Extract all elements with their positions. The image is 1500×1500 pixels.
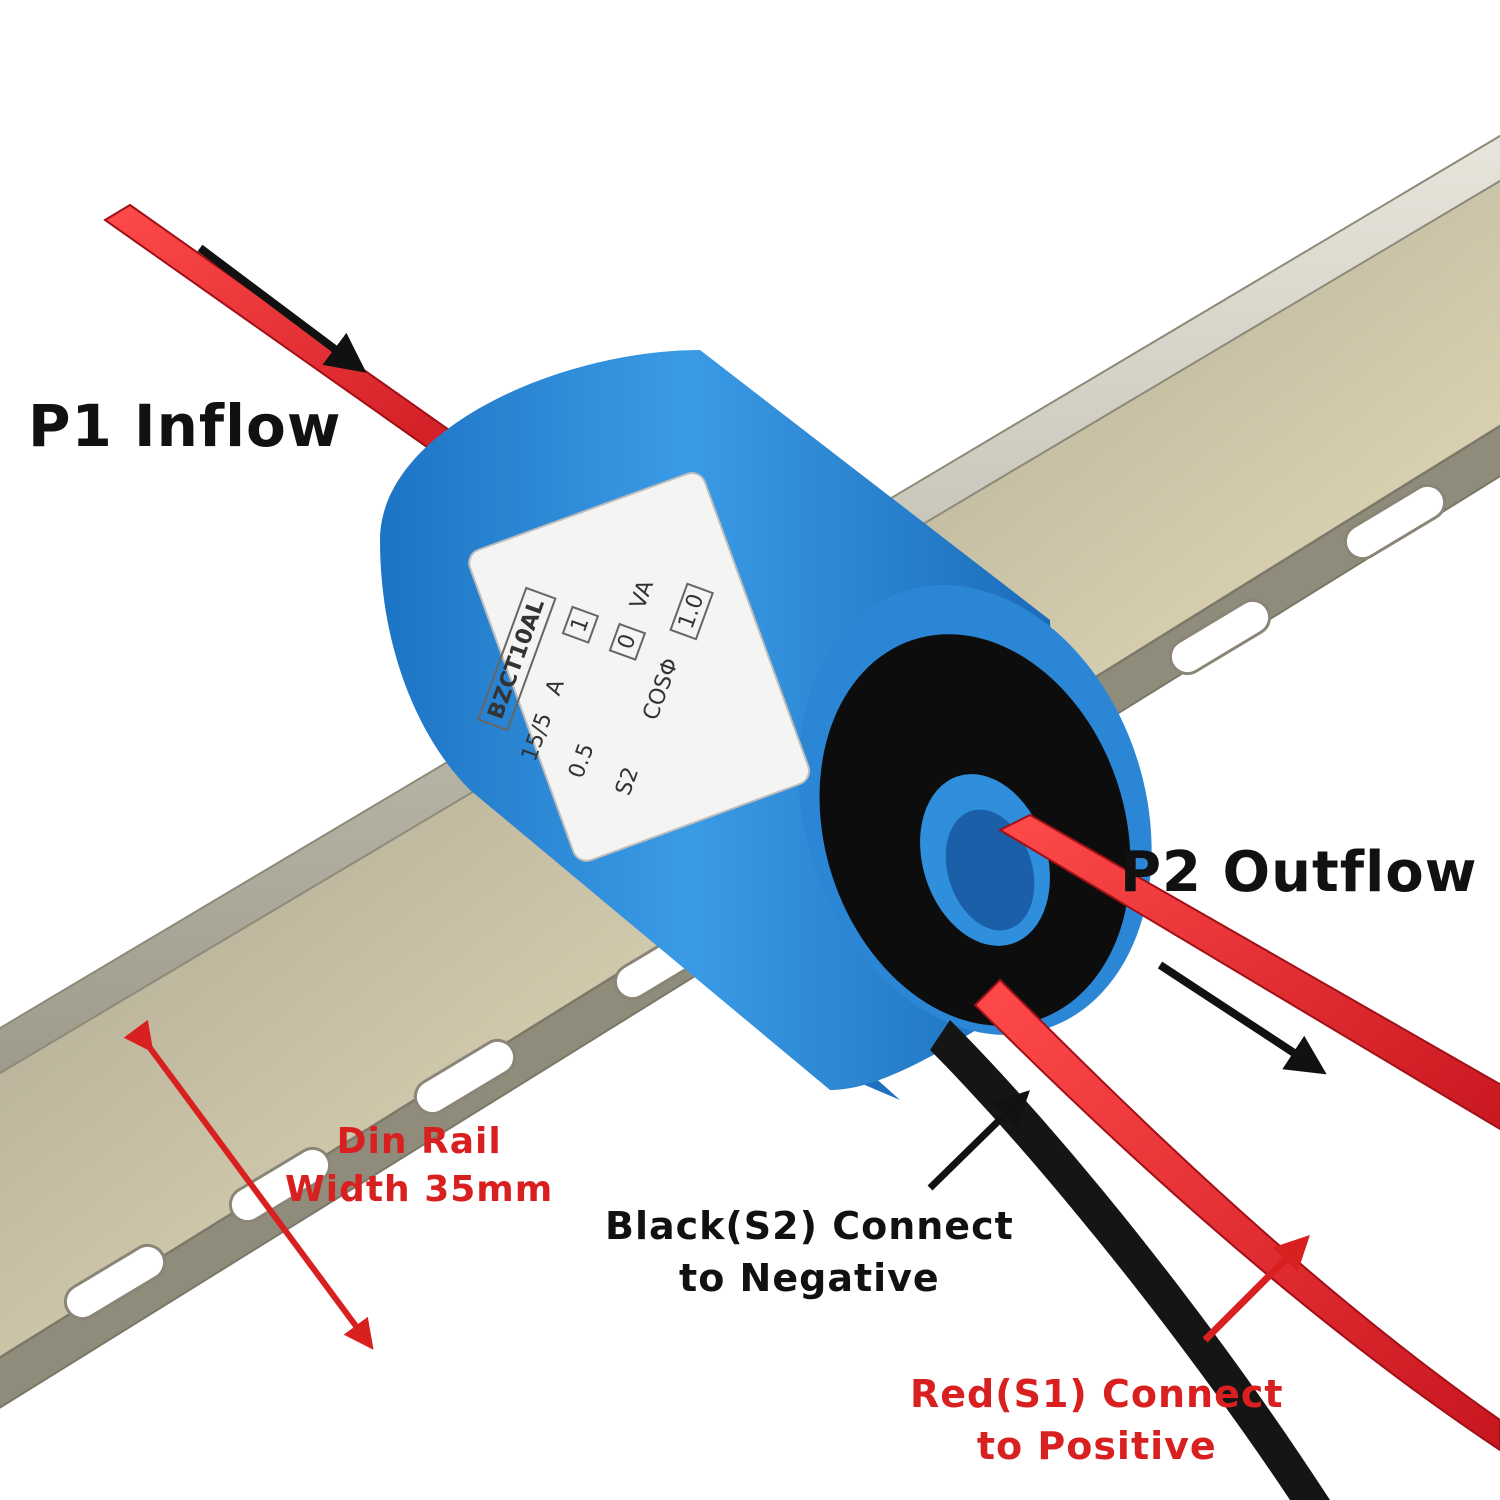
p2-outflow-label: P2 Outflow [1120,840,1478,905]
din-rail-label-line2: Width 35mm [285,1169,554,1210]
din-rail-label-line1: Din Rail [336,1121,502,1162]
cos-phi-value: 1.0 [669,582,715,641]
inflow-arrow [197,244,367,373]
product-label-sticker [468,472,811,862]
black-lead-pointer [927,1090,1031,1191]
black-lead-label: Black(S2) Connect to Negative [605,1200,1014,1304]
black-lead-label-line1: Black(S2) Connect [605,1204,1014,1248]
outflow-arrow [1157,961,1327,1075]
ratio-value: 15/5 [517,709,558,765]
black-lead [930,1020,1330,1500]
terminal-value: S2 [611,763,645,799]
din-rail-label: Din Rail Width 35mm [285,1118,553,1214]
black-lead-label-line2: to Negative [679,1256,940,1300]
red-lead-label-line1: Red(S1) Connect [910,1372,1284,1416]
cos-phi-label: COSΦ [638,654,684,724]
model-number: BZCT10AL [477,587,557,732]
red-lead-label-line2: to Positive [976,1424,1217,1468]
turns-value: 1 [561,605,600,644]
accuracy-value: 0.5 [564,740,600,782]
p1-inflow-label: P1 Inflow [28,392,342,460]
load-value: 0 [608,622,647,661]
red-lead-label: Red(S1) Connect to Positive [910,1368,1284,1472]
unit-a: A [541,676,570,699]
unit-va: VA [625,576,660,613]
rail-width-dimension [123,1019,374,1350]
outflow-wire [997,813,1500,1131]
transformer-housing [380,350,1152,1100]
red-lead-pointer [1202,1235,1310,1343]
